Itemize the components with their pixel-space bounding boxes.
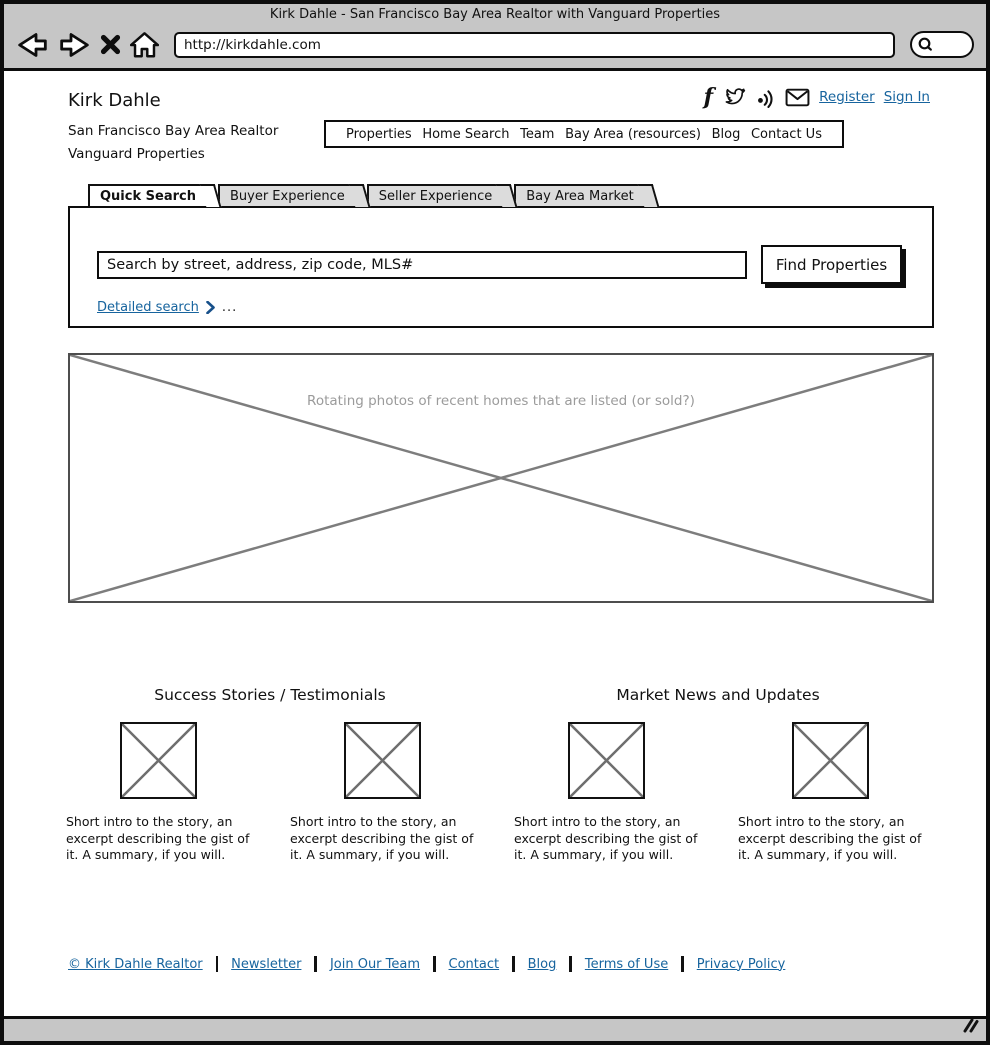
tab-bay-area-market[interactable]: Bay Area Market bbox=[514, 184, 648, 206]
footer-link-blog[interactable]: Blog bbox=[527, 956, 557, 972]
status-bar bbox=[4, 1016, 986, 1041]
image-placeholder-x-icon bbox=[794, 724, 867, 797]
image-placeholder-x-icon bbox=[70, 355, 932, 601]
footer-link-terms-of-use[interactable]: Terms of Use bbox=[584, 956, 669, 972]
forward-arrow-icon[interactable] bbox=[58, 31, 91, 59]
feed-icon[interactable] bbox=[755, 87, 776, 108]
property-search-input[interactable] bbox=[97, 251, 747, 279]
footer-divider bbox=[314, 956, 317, 972]
tab-quick-search[interactable]: Quick Search bbox=[88, 184, 210, 206]
site-tagline-1: San Francisco Bay Area Realtor bbox=[68, 123, 279, 139]
market-news-heading: Market News and Updates bbox=[616, 686, 820, 704]
footer-divider bbox=[569, 956, 572, 972]
facebook-icon[interactable]: f bbox=[703, 84, 714, 110]
detailed-search-ellipsis: ... bbox=[221, 300, 238, 315]
story-sections: Success Stories / Testimonials Market Ne… bbox=[66, 686, 924, 864]
browser-chrome: Kirk Dahle - San Francisco Bay Area Real… bbox=[4, 4, 986, 71]
register-link[interactable]: Register bbox=[819, 89, 875, 105]
browser-search-box[interactable] bbox=[910, 31, 974, 58]
site-tagline-2: Vanguard Properties bbox=[68, 145, 205, 162]
story-card: Short intro to the story, an excerpt des… bbox=[66, 722, 250, 864]
resize-handle-icon[interactable] bbox=[962, 1018, 979, 1037]
story-thumbnail-placeholder bbox=[791, 722, 869, 799]
stop-icon[interactable] bbox=[100, 34, 121, 55]
footer-divider bbox=[681, 956, 684, 972]
footer-divider bbox=[512, 956, 515, 972]
search-icon bbox=[918, 37, 932, 51]
url-input[interactable] bbox=[174, 31, 895, 58]
story-thumbnail-placeholder bbox=[343, 722, 421, 799]
hero-caption: Rotating photos of recent homes that are… bbox=[307, 393, 695, 409]
quick-search-panel: Find Properties Detailed search ... bbox=[68, 206, 934, 328]
email-icon[interactable] bbox=[785, 88, 810, 107]
image-placeholder-x-icon bbox=[122, 724, 195, 797]
nav-item-team[interactable]: Team bbox=[520, 126, 555, 142]
find-properties-button[interactable]: Find Properties bbox=[761, 245, 902, 284]
hero-image-placeholder: Rotating photos of recent homes that are… bbox=[68, 353, 934, 603]
footer-link-copyright[interactable]: © Kirk Dahle Realtor bbox=[68, 956, 203, 972]
story-thumbnail-placeholder bbox=[567, 722, 645, 799]
story-excerpt: Short intro to the story, an excerpt des… bbox=[290, 814, 474, 862]
home-icon[interactable] bbox=[130, 31, 159, 58]
footer-divider bbox=[433, 956, 436, 972]
story-excerpt: Short intro to the story, an excerpt des… bbox=[514, 814, 698, 862]
detailed-search-link[interactable]: Detailed search bbox=[97, 300, 199, 315]
footer-link-contact[interactable]: Contact bbox=[448, 956, 500, 972]
footer-link-newsletter[interactable]: Newsletter bbox=[231, 956, 302, 972]
footer-link-join-our-team[interactable]: Join Our Team bbox=[329, 956, 421, 972]
nav-item-properties[interactable]: Properties bbox=[346, 126, 412, 142]
story-card: Short intro to the story, an excerpt des… bbox=[738, 722, 922, 864]
social-auth-row: f Register Sign In bbox=[704, 86, 930, 108]
site-brand: Kirk Dahle San Francisco Bay Area Realto… bbox=[68, 90, 278, 165]
success-stories-heading: Success Stories / Testimonials bbox=[154, 686, 386, 704]
twitter-icon[interactable] bbox=[722, 87, 746, 107]
tab-bar: Quick Search Buyer Experience Seller Exp… bbox=[88, 184, 656, 206]
page-content: Kirk Dahle San Francisco Bay Area Realto… bbox=[4, 74, 986, 1020]
main-nav: Properties Home Search Team Bay Area (re… bbox=[324, 120, 844, 148]
nav-item-contact-us[interactable]: Contact Us bbox=[750, 126, 822, 142]
footer-divider bbox=[215, 956, 219, 972]
footer-links: © Kirk Dahle Realtor Newsletter Join Our… bbox=[68, 956, 785, 972]
tab-seller-experience[interactable]: Seller Experience bbox=[366, 184, 507, 206]
site-name: Kirk Dahle bbox=[68, 90, 161, 111]
nav-item-bay-area-resources[interactable]: Bay Area (resources) bbox=[565, 126, 701, 142]
story-excerpt: Short intro to the story, an excerpt des… bbox=[738, 814, 922, 862]
nav-item-blog[interactable]: Blog bbox=[711, 126, 741, 142]
nav-item-home-search[interactable]: Home Search bbox=[422, 126, 510, 142]
image-placeholder-x-icon bbox=[570, 724, 643, 797]
chevron-right-icon bbox=[206, 301, 215, 314]
back-arrow-icon[interactable] bbox=[16, 31, 49, 59]
story-card: Short intro to the story, an excerpt des… bbox=[290, 722, 474, 864]
detailed-search-row: Detailed search ... bbox=[97, 300, 237, 315]
sign-in-link[interactable]: Sign In bbox=[883, 89, 930, 105]
story-card: Short intro to the story, an excerpt des… bbox=[514, 722, 698, 864]
window-title: Kirk Dahle - San Francisco Bay Area Real… bbox=[269, 6, 721, 22]
tab-buyer-experience[interactable]: Buyer Experience bbox=[217, 184, 359, 206]
story-thumbnail-placeholder bbox=[119, 722, 197, 799]
image-placeholder-x-icon bbox=[346, 724, 419, 797]
footer-link-privacy-policy[interactable]: Privacy Policy bbox=[696, 956, 786, 972]
browser-toolbar bbox=[4, 24, 986, 64]
story-excerpt: Short intro to the story, an excerpt des… bbox=[66, 814, 250, 862]
